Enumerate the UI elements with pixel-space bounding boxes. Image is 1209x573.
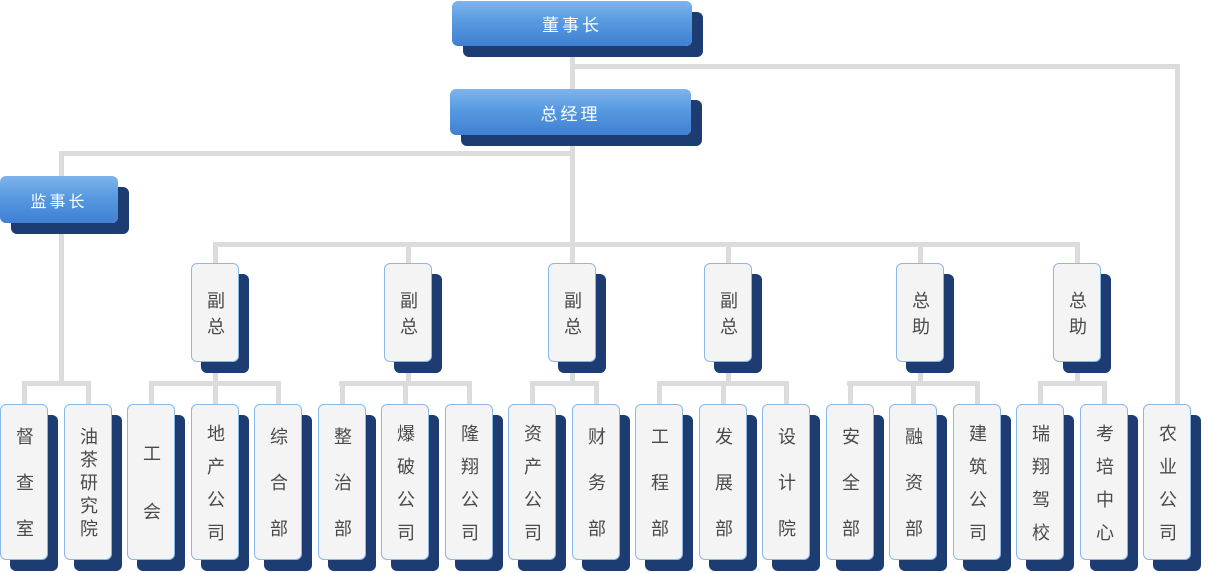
connector-line xyxy=(213,362,218,386)
dept-agriculture-company-label: 农业公司 xyxy=(1157,423,1177,556)
node-chairman-label: 董事长 xyxy=(542,16,602,35)
dept-remediation-dept: 整治部 xyxy=(318,404,366,565)
node-gm-assistant-1: 总助 xyxy=(896,263,944,362)
connector-line xyxy=(975,381,980,404)
dept-blasting-company-label: 爆破公司 xyxy=(395,423,415,556)
dept-general-affairs-dept: 综合部 xyxy=(254,404,302,565)
dept-supervision-office: 督查室 xyxy=(0,404,48,565)
connector-line xyxy=(22,381,91,386)
connector-line xyxy=(149,381,154,404)
dept-camellia-research-institute-label: 油茶研究院 xyxy=(78,427,98,542)
node-deputy-gm-3: 副总 xyxy=(548,263,596,362)
connector-line xyxy=(657,381,662,404)
dept-construction-company: 建筑公司 xyxy=(953,404,1001,560)
dept-labor-union-label: 工会 xyxy=(141,444,161,560)
dept-safety-dept-label: 安全部 xyxy=(840,427,860,565)
dept-finance-dept: 财务部 xyxy=(572,404,620,565)
connector-line xyxy=(784,381,789,404)
dept-financing-dept-label: 融资部 xyxy=(903,427,923,565)
dept-labor-union: 工会 xyxy=(127,404,175,560)
connector-line xyxy=(1038,381,1106,386)
connector-line xyxy=(918,242,923,265)
dept-engineering-dept: 工程部 xyxy=(635,404,683,565)
connector-line xyxy=(911,381,916,404)
connector-line xyxy=(570,64,1180,69)
connector-line xyxy=(1075,242,1080,265)
connector-line xyxy=(276,381,281,404)
connector-line xyxy=(721,381,726,404)
connector-line xyxy=(570,135,575,265)
node-deputy-gm-2: 副总 xyxy=(384,263,432,362)
node-gm-assistant-2-label: 总助 xyxy=(1067,290,1087,343)
connector-line xyxy=(594,381,599,404)
connector-line xyxy=(213,381,218,404)
dept-remediation-dept-label: 整治部 xyxy=(332,427,352,565)
dept-longxiang-company: 隆翔公司 xyxy=(445,404,493,560)
connector-line xyxy=(1075,362,1080,386)
connector-line xyxy=(467,381,472,404)
connector-line xyxy=(406,362,411,386)
node-deputy-gm-2-label: 副总 xyxy=(398,290,418,343)
dept-construction-company-label: 建筑公司 xyxy=(967,423,987,556)
dept-safety-dept: 安全部 xyxy=(826,404,874,565)
dept-blasting-company: 爆破公司 xyxy=(381,404,429,560)
node-deputy-gm-1: 副总 xyxy=(191,263,239,362)
dept-general-affairs-dept-label: 综合部 xyxy=(268,427,288,565)
connector-line xyxy=(726,242,731,265)
node-supervisor-chief: 监事长 xyxy=(0,176,118,223)
connector-line xyxy=(340,381,345,404)
node-chairman: 董事长 xyxy=(452,1,692,46)
connector-line xyxy=(726,362,731,386)
node-gm-assistant-1-label: 总助 xyxy=(910,290,930,343)
connector-line xyxy=(1102,381,1107,404)
dept-ruixiang-driving-school: 瑞翔驾校 xyxy=(1016,404,1064,560)
node-deputy-gm-1-label: 副总 xyxy=(205,290,225,343)
connector-line xyxy=(1038,381,1043,404)
dept-ruixiang-driving-school-label: 瑞翔驾校 xyxy=(1030,423,1050,556)
dept-development-dept-label: 发展部 xyxy=(713,427,733,565)
connector-line xyxy=(530,381,598,386)
dept-design-institute: 设计院 xyxy=(762,404,810,565)
dept-financing-dept: 融资部 xyxy=(889,404,937,565)
dept-finance-dept-label: 财务部 xyxy=(586,427,606,565)
connector-line xyxy=(1175,64,1180,409)
connector-line xyxy=(406,242,411,265)
dept-assets-company-label: 资产公司 xyxy=(522,423,542,556)
connector-line xyxy=(59,151,64,179)
dept-camellia-research-institute: 油茶研究院 xyxy=(64,404,112,560)
dept-design-institute-label: 设计院 xyxy=(776,427,796,565)
connector-line xyxy=(848,381,853,404)
dept-exam-training-center-label: 考培中心 xyxy=(1094,423,1114,556)
connector-line xyxy=(213,242,218,265)
dept-agriculture-company: 农业公司 xyxy=(1143,404,1191,560)
connector-line xyxy=(59,223,64,386)
connector-line xyxy=(22,381,27,404)
dept-engineering-dept-label: 工程部 xyxy=(649,427,669,565)
node-supervisor-chief-label: 监事长 xyxy=(30,193,88,211)
dept-longxiang-company-label: 隆翔公司 xyxy=(459,423,479,556)
connector-line xyxy=(403,381,408,404)
connector-line xyxy=(570,362,575,386)
connector-line xyxy=(86,381,91,404)
node-general-manager: 总经理 xyxy=(450,89,691,135)
node-deputy-gm-3-label: 副总 xyxy=(562,290,582,343)
connector-line xyxy=(59,151,575,156)
connector-line xyxy=(213,242,1080,247)
dept-real-estate-company: 地产公司 xyxy=(191,404,239,560)
dept-supervision-office-label: 督查室 xyxy=(14,427,34,565)
connector-line xyxy=(530,381,535,404)
dept-exam-training-center: 考培中心 xyxy=(1080,404,1128,560)
connector-line xyxy=(918,362,923,386)
node-deputy-gm-4-label: 副总 xyxy=(718,290,738,343)
dept-development-dept: 发展部 xyxy=(699,404,747,565)
node-gm-assistant-2: 总助 xyxy=(1053,263,1101,362)
node-deputy-gm-4: 副总 xyxy=(704,263,752,362)
dept-real-estate-company-label: 地产公司 xyxy=(205,423,225,556)
node-general-manager-label: 总经理 xyxy=(540,104,601,124)
dept-assets-company: 资产公司 xyxy=(508,404,556,560)
